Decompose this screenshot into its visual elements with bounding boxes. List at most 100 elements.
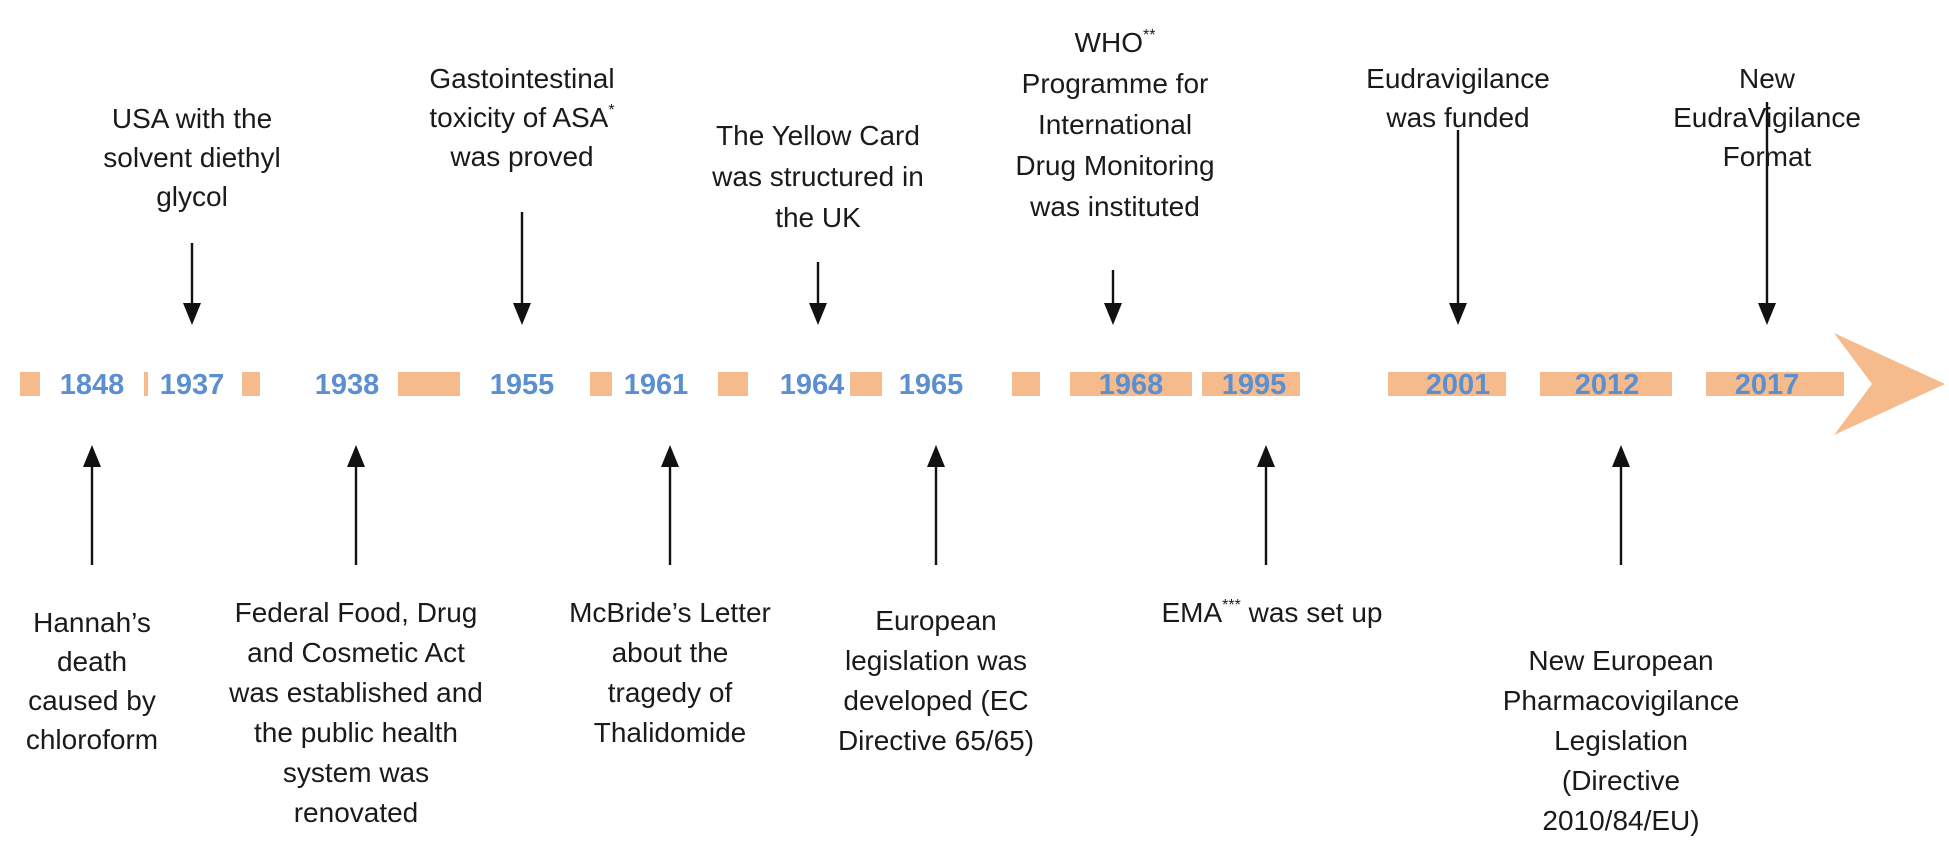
year-label: 1848 xyxy=(60,369,125,401)
event-label-line: was set up xyxy=(1241,597,1383,628)
event-label-line: was funded xyxy=(1385,102,1529,133)
year-label: 1938 xyxy=(315,369,380,401)
year-label: 2001 xyxy=(1426,369,1491,401)
timeline-bar-segment xyxy=(1540,372,1672,396)
timeline-bar-segment xyxy=(1012,372,1040,396)
event-label-line: EMA xyxy=(1161,597,1222,628)
timeline-bar-segment xyxy=(590,372,612,396)
timeline-bar-segment xyxy=(850,372,882,396)
event-label-line: McBride’s Letter xyxy=(569,597,771,628)
event-label-1938: Federal Food, Drug and Cosmetic Act was es… xyxy=(228,597,483,828)
event-arrow-1938 xyxy=(347,445,365,565)
event-label-line: *** xyxy=(1222,597,1241,614)
event-label-line: the public health xyxy=(254,717,458,748)
event-label-line: * xyxy=(608,102,614,119)
event-label-line: Legislation xyxy=(1554,725,1688,756)
year-label: 1995 xyxy=(1222,369,1287,401)
event-label-line: Thalidomide xyxy=(594,717,747,748)
year-labels: 1848 1937 1938 1955 1961 1964 1965 1968 1995 2001… xyxy=(60,369,1800,401)
event-arrow-1961 xyxy=(661,445,679,565)
event-label-1955: Gastointestinal toxicity of ASA* was prove… xyxy=(429,63,614,172)
event-label-line: chloroform xyxy=(26,724,158,755)
year-label: 1964 xyxy=(780,369,845,401)
timeline-bar-segment xyxy=(398,372,460,396)
year-label: 2017 xyxy=(1735,369,1800,401)
event-arrow-2017 xyxy=(1758,102,1776,325)
timeline-bar-segment xyxy=(144,372,148,396)
event-label-1848: Hannah’s death caused by chloroform xyxy=(26,607,158,755)
event-label-line: Format xyxy=(1723,141,1812,172)
event-label-line: the UK xyxy=(775,202,861,233)
event-label-line: (Directive xyxy=(1562,765,1680,796)
event-label-line: legislation was xyxy=(845,645,1027,676)
event-arrow-2012 xyxy=(1612,445,1630,565)
event-label-line: solvent diethyl xyxy=(103,142,280,173)
event-arrow-1955 xyxy=(513,212,531,325)
event-label-line: toxicity of ASA xyxy=(429,102,608,133)
event-label-line: was established and xyxy=(228,677,483,708)
event-label-line: caused by xyxy=(28,685,156,716)
event-label-1961: McBride’s Letter about the tragedy of Thali… xyxy=(569,597,771,748)
event-label-line: was instituted xyxy=(1029,191,1200,222)
event-arrow-2001 xyxy=(1449,130,1467,325)
event-label-line: Gastointestinal xyxy=(429,63,614,94)
event-label-line: about the xyxy=(612,637,729,668)
event-arrows xyxy=(83,102,1776,565)
event-label-line: New European xyxy=(1528,645,1713,676)
event-label-line: Hannah’s xyxy=(33,607,151,638)
event-label-line: USA with the xyxy=(112,103,272,134)
event-label-line: Federal Food, Drug xyxy=(235,597,478,628)
timeline-bar-segment xyxy=(1070,372,1192,396)
year-label: 1965 xyxy=(899,369,964,401)
event-label-line: was structured in xyxy=(711,161,924,192)
event-arrow-1937 xyxy=(183,243,201,325)
timeline-bar-segment xyxy=(20,372,40,396)
year-label: 1937 xyxy=(160,369,225,401)
event-label-line: WHO xyxy=(1075,27,1143,58)
event-label-line: Programme for xyxy=(1022,68,1209,99)
event-label-line: and Cosmetic Act xyxy=(247,637,465,668)
timeline-bar-segment xyxy=(1202,372,1300,396)
event-label-line: glycol xyxy=(156,181,228,212)
event-label-line: renovated xyxy=(294,797,419,828)
event-label-line: Eudravigilance xyxy=(1366,63,1550,94)
event-arrow-1968 xyxy=(1104,270,1122,325)
event-label-line: International xyxy=(1038,109,1192,140)
timeline-bar-segment xyxy=(1706,372,1844,396)
event-label-line: was proved xyxy=(449,141,593,172)
event-label-line: European xyxy=(875,605,996,636)
year-label: 1961 xyxy=(624,369,689,401)
event-label-line: The Yellow Card xyxy=(716,120,920,151)
event-label-2001: Eudravigilance was funded xyxy=(1366,63,1550,133)
event-label-line: Pharmacovigilance xyxy=(1503,685,1740,716)
event-arrow-1965 xyxy=(927,445,945,565)
timeline-bar-segment xyxy=(718,372,748,396)
timeline-bar-segment xyxy=(1388,372,1506,396)
event-label-line: system was xyxy=(283,757,429,788)
year-label: 2012 xyxy=(1575,369,1640,401)
event-label-line: developed (EC xyxy=(843,685,1028,716)
event-label-1964: The Yellow Card was structured in the UK xyxy=(711,120,924,233)
event-arrow-1995 xyxy=(1257,445,1275,565)
event-label-line: Drug Monitoring xyxy=(1015,150,1214,181)
event-label-line: Directive 65/65) xyxy=(838,725,1034,756)
event-label-line: tragedy of xyxy=(608,677,733,708)
event-label-line: EudraVigilance xyxy=(1673,102,1861,133)
event-label-1937: USA with the solvent diethyl glycol xyxy=(103,103,280,212)
event-arrow-1964 xyxy=(809,262,827,325)
event-labels: USA with the solvent diethyl glycol Gastoin… xyxy=(26,27,1861,836)
event-label-line: 2010/84/EU) xyxy=(1542,805,1699,836)
timeline-bar-segment xyxy=(242,372,260,396)
event-arrow-1848 xyxy=(83,445,101,565)
timeline-arrowhead xyxy=(1834,333,1945,435)
year-label: 1968 xyxy=(1099,369,1164,401)
event-label-line: death xyxy=(57,646,127,677)
event-label-1995: EMA*** was set up xyxy=(1161,597,1382,628)
event-label-line: ** xyxy=(1143,27,1155,44)
year-label: 1955 xyxy=(490,369,555,401)
event-label-1965: European legislation was developed (EC Dire… xyxy=(838,605,1034,756)
